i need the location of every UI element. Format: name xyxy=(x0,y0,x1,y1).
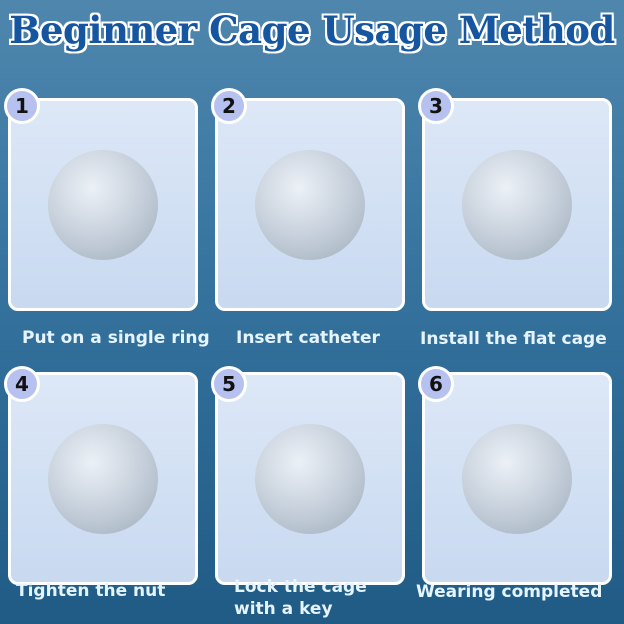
product-placeholder xyxy=(255,423,365,534)
step-6-image xyxy=(422,372,612,585)
step-5-caption: Lock the cage with a key xyxy=(234,577,367,619)
step-2-image xyxy=(215,98,405,311)
step-1-caption: Put on a single ring xyxy=(22,328,210,348)
step-1-image xyxy=(8,98,198,311)
product-placeholder xyxy=(462,149,572,260)
page-title: Beginner Cage Usage Method xyxy=(9,8,615,52)
step-3-caption: Install the flat cage xyxy=(420,329,607,349)
step-6-caption: Wearing completed xyxy=(416,582,603,602)
step-3-image xyxy=(422,98,612,311)
step-2-badge: 2 xyxy=(211,88,247,124)
step-4-caption: Tighten the nut xyxy=(16,581,166,601)
step-4-image xyxy=(8,372,198,585)
step-4-badge: 4 xyxy=(4,366,40,402)
product-placeholder xyxy=(48,149,158,260)
product-placeholder xyxy=(255,149,365,260)
step-2-caption: Insert catheter xyxy=(236,328,380,348)
step-1-badge: 1 xyxy=(4,88,40,124)
step-5-badge: 5 xyxy=(211,366,247,402)
step-3-badge: 3 xyxy=(418,88,454,124)
product-placeholder xyxy=(462,423,572,534)
step-6-badge: 6 xyxy=(418,366,454,402)
step-5-image xyxy=(215,372,405,585)
product-placeholder xyxy=(48,423,158,534)
